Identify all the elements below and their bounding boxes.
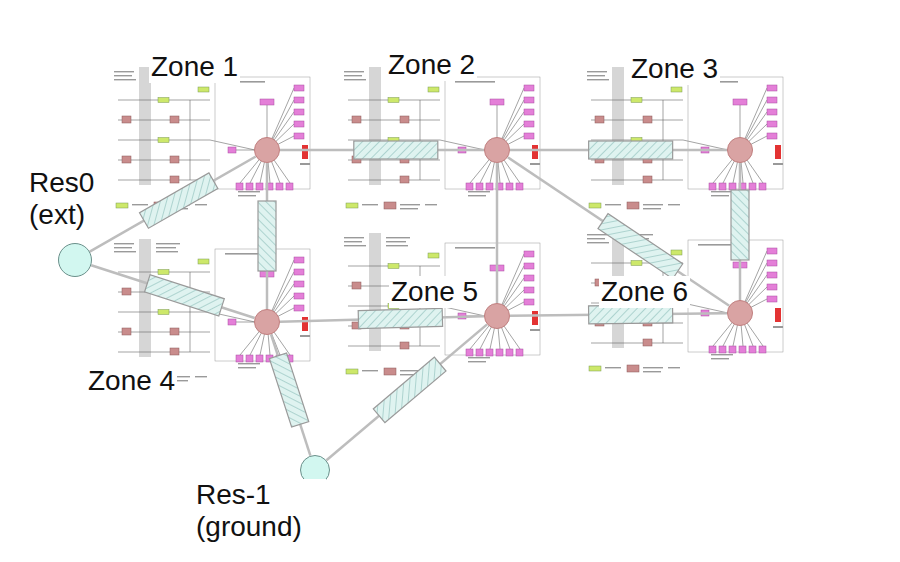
zone-schematic: [344, 233, 540, 375]
zone-label: Zone 5: [389, 276, 480, 308]
thermal-link: [731, 163, 749, 300]
resistor-symbol: [373, 357, 446, 422]
thermal-link: [326, 324, 487, 460]
reservoir-node: Res0 (ext): [58, 243, 92, 277]
zone-label: Zone 4: [86, 365, 177, 397]
thermal-link: [497, 163, 498, 303]
resistor-symbol: [145, 275, 225, 316]
zone-label: Zone 1: [149, 51, 240, 83]
zone-air-node: Zone 2: [484, 137, 510, 163]
zone-schematic: [344, 67, 540, 209]
zone-air-node: Zone 4: [254, 309, 280, 335]
zone-air-node: Zone 1: [254, 137, 280, 163]
connector-line: [91, 265, 254, 318]
thermal-link: [91, 265, 254, 318]
zone-schematic: [587, 230, 783, 372]
resistor-symbol: [358, 308, 442, 328]
reservoir-label: Res0 (ext): [27, 167, 113, 231]
thermal-link: [258, 163, 276, 309]
thermal-link: [269, 334, 310, 455]
resistor-symbol: [589, 141, 673, 159]
zone-air-node: Zone 3: [727, 137, 753, 163]
thermal-link: [280, 308, 484, 328]
zone-label: Zone 3: [629, 53, 720, 85]
resistor-symbol: [269, 353, 308, 427]
resistor-symbol: [354, 141, 438, 159]
reservoir-node: Res-1 (ground): [300, 455, 330, 485]
resistor-symbol: [731, 190, 749, 260]
resistor-symbol: [139, 173, 217, 228]
reservoir-label: Res-1 (ground): [194, 479, 326, 543]
zone-air-node: Zone 6: [727, 300, 753, 326]
thermal-link: [90, 156, 256, 251]
zone-label: Zone 2: [386, 49, 477, 81]
connector-line: [90, 156, 256, 251]
zone-schematic: [587, 67, 783, 209]
zone-label: Zone 6: [599, 276, 690, 308]
resistor-symbol: [258, 201, 276, 271]
resistor-symbol: [598, 214, 683, 279]
thermal-link: [280, 141, 484, 159]
connector-line: [326, 324, 487, 460]
thermal-link: [510, 141, 727, 159]
zone-air-node: Zone 5: [484, 303, 510, 329]
connector-line: [496, 163, 499, 303]
